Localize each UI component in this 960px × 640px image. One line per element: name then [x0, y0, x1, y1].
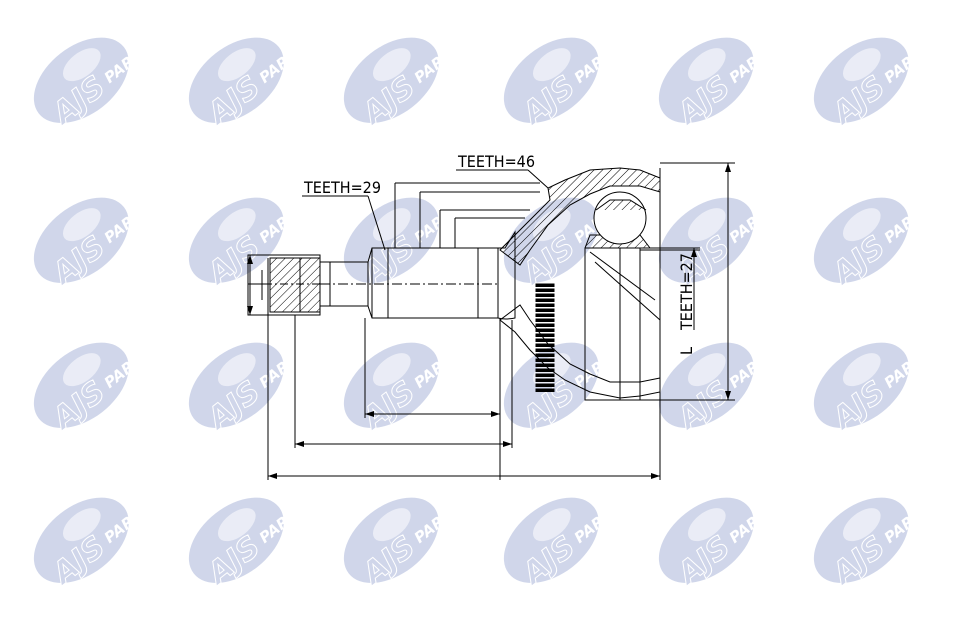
abs-ring-tooth — [535, 373, 555, 377]
abs-ring-tooth — [535, 363, 555, 367]
abs-ring-tooth — [535, 308, 555, 312]
dimension-arrowhead — [691, 248, 697, 257]
technical-drawing — [247, 162, 735, 480]
teeth-shaft-label: TEETH=29 — [303, 178, 381, 197]
abs-ring-tooth — [535, 378, 555, 382]
abs-ring-tooth — [535, 283, 555, 287]
dimension-arrowhead — [503, 441, 512, 447]
abs-ring-tooth — [535, 383, 555, 387]
extension-lines — [247, 162, 735, 480]
joint-body — [584, 168, 661, 401]
dimension-arrows — [247, 163, 731, 479]
abs-ring-tooth — [535, 298, 555, 302]
abs-ring-tooth — [535, 388, 555, 392]
dimension-arrowhead — [247, 306, 253, 315]
abs-ring-tooth — [535, 338, 555, 342]
teeth-outer-label: TEETH=46 — [457, 152, 535, 171]
abs-ring — [535, 283, 555, 392]
abs-ring-tooth — [535, 303, 555, 307]
dimension-arrowhead — [651, 473, 660, 479]
teeth-inner-label: TEETH=27 — [677, 253, 696, 331]
abs-ring-tooth — [535, 318, 555, 322]
abs-ring-tooth — [535, 313, 555, 317]
dimension-arrowhead — [247, 255, 253, 264]
thread-end — [247, 254, 321, 316]
abs-ring-tooth — [535, 323, 555, 327]
abs-ring-tooth — [535, 333, 555, 337]
dimension-lines — [249, 163, 729, 477]
abs-ring-tooth — [535, 368, 555, 372]
abs-ring-tooth — [535, 343, 555, 347]
dimension-arrowhead — [295, 441, 304, 447]
leader-lines — [302, 169, 700, 251]
dimension-arrowhead — [725, 163, 731, 172]
dimension-arrowhead — [725, 391, 731, 400]
abs-ring-tooth — [535, 328, 555, 332]
length-marker-label: L — [677, 347, 696, 355]
abs-ring-tooth — [535, 353, 555, 357]
abs-ring-tooth — [535, 288, 555, 292]
dimension-arrowhead — [365, 411, 374, 417]
abs-ring-tooth — [535, 293, 555, 297]
dimension-arrowhead — [491, 411, 500, 417]
abs-ring-tooth — [535, 358, 555, 362]
abs-ring-tooth — [535, 348, 555, 352]
dimension-arrowhead — [268, 473, 277, 479]
